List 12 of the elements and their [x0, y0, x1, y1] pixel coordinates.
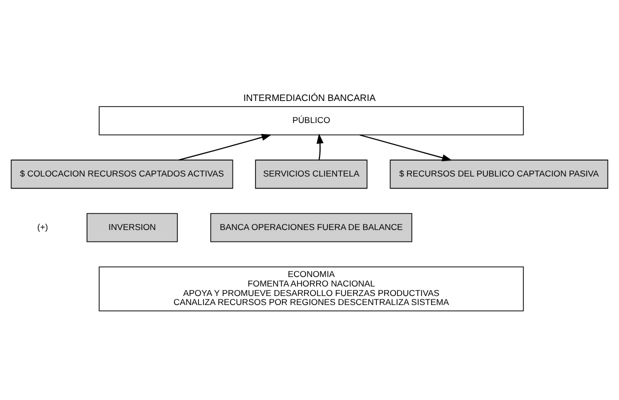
node-box: INVERSION: [86, 212, 178, 242]
arrow: [360, 134, 452, 161]
diagram-title: INTERMEDIACIÓN BANCARIA: [243, 91, 376, 102]
arrow: [316, 133, 324, 160]
node-box: SERVICIOS CLIENTELA: [255, 159, 368, 188]
arrow: [178, 133, 272, 160]
label: (+): [37, 221, 48, 232]
node-box: ECONOMIA FOMENTA AHORRO NACIONAL APOYA Y PROMUEVE DESARROLLO FUERZAS PRODUCTIVAS CANALIZA RECURSOS POR REGIONES DESCENTRALIZA SISTEMA: [98, 266, 524, 311]
node-box: PÚBLICO: [98, 106, 524, 135]
node-box: $ COLOCACION RECURSOS CAPTADOS ACTIVAS: [10, 159, 234, 188]
node-box: $ RECURSOS DEL PUBLICO CAPTACION PASIVA: [390, 159, 608, 188]
node-box: BANCA OPERACIONES FUERA DE BALANCE: [210, 212, 412, 242]
